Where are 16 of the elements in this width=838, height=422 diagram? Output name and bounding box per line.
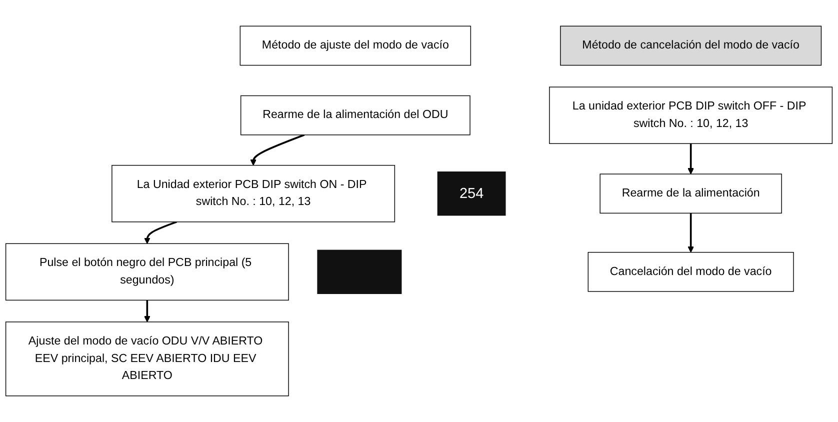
node-box: 254	[437, 171, 506, 216]
node-box: Pulse el botón negro del PCB principal (5 segundos)	[5, 243, 289, 301]
arrow	[144, 221, 177, 244]
arrow	[688, 213, 694, 253]
node-box	[317, 250, 402, 294]
node-box: Rearme de la alimentación del ODU	[240, 95, 470, 136]
node-box: Método de cancelación del modo de vacío	[560, 26, 822, 66]
arrow	[250, 134, 305, 166]
node-box: La unidad exterior PCB DIP switch OFF - DIP switch No. : 10, 12, 13	[549, 86, 833, 144]
node-box: Cancelación del modo de vacío	[588, 252, 794, 292]
node-box: Rearme de la alimentación	[600, 174, 782, 214]
node-box: Método de ajuste del modo de vacío	[240, 26, 472, 66]
node-box: La Unidad exterior PCB DIP switch ON - DIP switch No. : 10, 12, 13	[112, 164, 396, 222]
node-box: Ajuste del modo de vacío ODU V/V ABIERTO EEV principal, SC EEV ABIERTO IDU EEV ABIERTO	[5, 322, 289, 396]
arrow	[688, 144, 694, 174]
arrow	[144, 300, 150, 322]
